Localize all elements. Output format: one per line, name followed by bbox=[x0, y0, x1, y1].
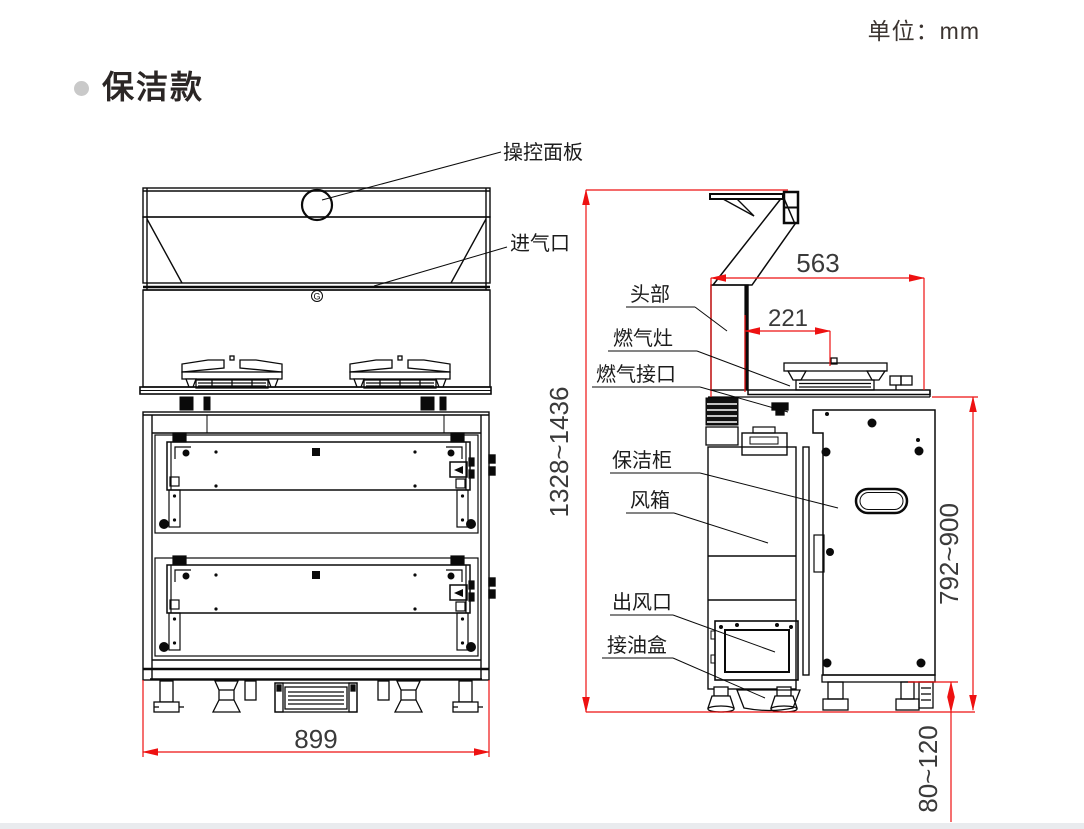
side-cleaning-cabinet bbox=[812, 409, 936, 676]
vent-box bbox=[274, 682, 358, 713]
front-cabinet bbox=[142, 411, 496, 681]
side-view-drawing: 1328~1436 563 221 792~900 80~120 头部 燃气灶 … bbox=[544, 189, 978, 822]
bullet-icon bbox=[74, 80, 89, 96]
label-air-outlet: 出风口 bbox=[612, 591, 672, 614]
label-air-box: 风箱 bbox=[630, 489, 670, 512]
side-air-box bbox=[707, 446, 810, 690]
dim-foot-height: 80~120 bbox=[913, 725, 943, 812]
side-duct-block bbox=[705, 397, 788, 456]
label-oil-box: 接油盒 bbox=[607, 634, 667, 657]
label-gas-stove: 燃气灶 bbox=[613, 327, 673, 350]
front-feet bbox=[153, 680, 484, 713]
side-head-arm bbox=[709, 190, 800, 391]
page-title: 保洁款 bbox=[102, 69, 205, 105]
label-cleaning-cabinet: 保洁柜 bbox=[612, 449, 672, 472]
side-dimension-texts: 1328~1436 563 221 792~900 80~120 bbox=[544, 248, 964, 813]
label-head: 头部 bbox=[630, 283, 670, 306]
front-g-mark: G bbox=[311, 290, 323, 302]
title-row: 保洁款 bbox=[74, 62, 204, 108]
front-view-drawing: G bbox=[139, 141, 583, 757]
front-dim-899: 899 bbox=[142, 680, 490, 757]
side-dimensions bbox=[582, 189, 978, 822]
front-countertop bbox=[139, 386, 492, 433]
front-hood bbox=[142, 187, 491, 388]
footer-divider-bar bbox=[0, 823, 1084, 829]
dim-overall-height: 1328~1436 bbox=[544, 387, 574, 518]
front-callouts: 操控面板 进气口 bbox=[321, 141, 583, 287]
label-air-inlet: 进气口 bbox=[510, 232, 570, 255]
front-burners bbox=[181, 355, 451, 389]
dim-top-width: 563 bbox=[796, 248, 839, 278]
dim-body-height: 792~900 bbox=[934, 503, 964, 605]
side-countertop-burner bbox=[708, 357, 931, 416]
side-air-outlet-box bbox=[710, 620, 799, 681]
dim-head-to-burner: 221 bbox=[768, 305, 808, 332]
label-gas-connector: 燃气接口 bbox=[596, 363, 676, 386]
oil-pan-shape bbox=[736, 689, 801, 712]
dim-overall-width: 899 bbox=[294, 724, 337, 754]
side-callouts: 头部 燃气灶 燃气接口 保洁柜 风箱 出风口 接油盒 bbox=[592, 283, 839, 699]
label-control-panel: 操控面板 bbox=[503, 141, 583, 164]
g-mark-text: G bbox=[313, 292, 320, 302]
unit-label: 单位：mm bbox=[867, 18, 980, 44]
